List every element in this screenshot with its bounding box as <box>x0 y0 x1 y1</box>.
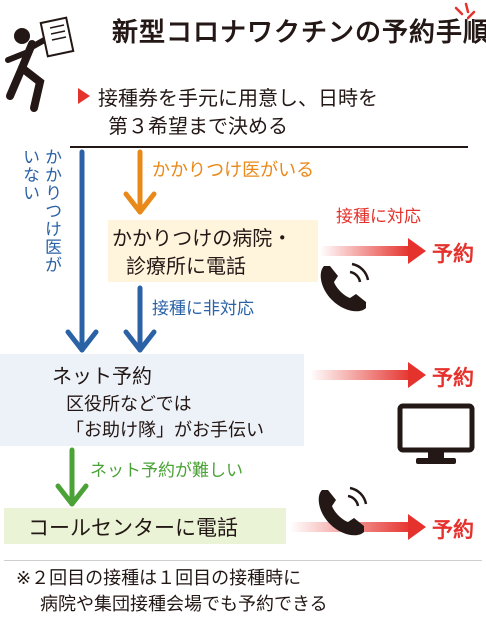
reserve-arrow-2 <box>310 362 426 388</box>
clinic-line1: かかりつけの病院・ <box>112 226 293 250</box>
has-doctor-label: かかりつけ医がいる <box>152 160 315 181</box>
net-reservation-box <box>0 354 304 446</box>
phone-icon <box>320 262 370 312</box>
clinic-text: かかりつけの病院・ 診療所に電話 <box>112 224 292 280</box>
reserve-label: 予約 <box>432 242 474 266</box>
no-doctor-label-2: いない <box>19 148 39 202</box>
no-doctor-arrow <box>65 149 99 353</box>
reserve-arrow-1 <box>320 238 426 264</box>
footnote-line1: ※２回目の接種は１回目の接種時に <box>16 568 302 589</box>
net-sub-line2: 「お助け隊」がお手伝い <box>66 420 264 441</box>
net-difficult-label: ネット予約が難しい <box>90 461 243 481</box>
net-reservation-sub: 区役所などでは 「お助け隊」がお手伝い <box>66 392 264 444</box>
phone-icon <box>318 486 368 536</box>
net-difficult-arrow <box>55 447 89 507</box>
unsupported-arrow <box>123 285 157 353</box>
footnote-line2: 病院や集団接種会場でも予約できる <box>40 594 328 615</box>
call-center-text: コールセンターに電話 <box>28 516 238 540</box>
supported-label: 接種に対応 <box>336 207 421 227</box>
clinic-line2: 診療所に電話 <box>126 254 246 278</box>
reserve-label: 予約 <box>432 366 474 390</box>
net-reservation-title: ネット予約 <box>52 364 152 388</box>
unsupported-label: 接種に非対応 <box>152 299 254 319</box>
net-sub-line1: 区役所などでは <box>66 394 192 415</box>
no-doctor-label-1: かかりつけ医が <box>41 148 61 274</box>
note-box <box>4 560 482 637</box>
step1-line1: 接種券を手元に用意し、日時を <box>98 86 378 110</box>
monitor-icon <box>397 403 475 464</box>
footnote: ※２回目の接種は１回目の接種時に 病院や集団接種会場でも予約できる <box>16 566 328 618</box>
step1-text: 接種券を手元に用意し、日時を 第３希望まで決める <box>98 84 378 140</box>
page-title: 新型コロナワクチンの予約手順 <box>112 18 486 48</box>
divider <box>70 146 468 148</box>
reserve-label: 予約 <box>432 518 474 542</box>
call-center-box <box>4 508 286 544</box>
bullet-triangle-icon <box>78 88 90 104</box>
exclaim-marks-icon <box>454 2 476 20</box>
has-doctor-arrow <box>123 149 157 215</box>
clinic-box <box>108 220 318 282</box>
running-person-icon <box>5 16 75 112</box>
step1-line2: 第３希望まで決める <box>108 114 288 138</box>
